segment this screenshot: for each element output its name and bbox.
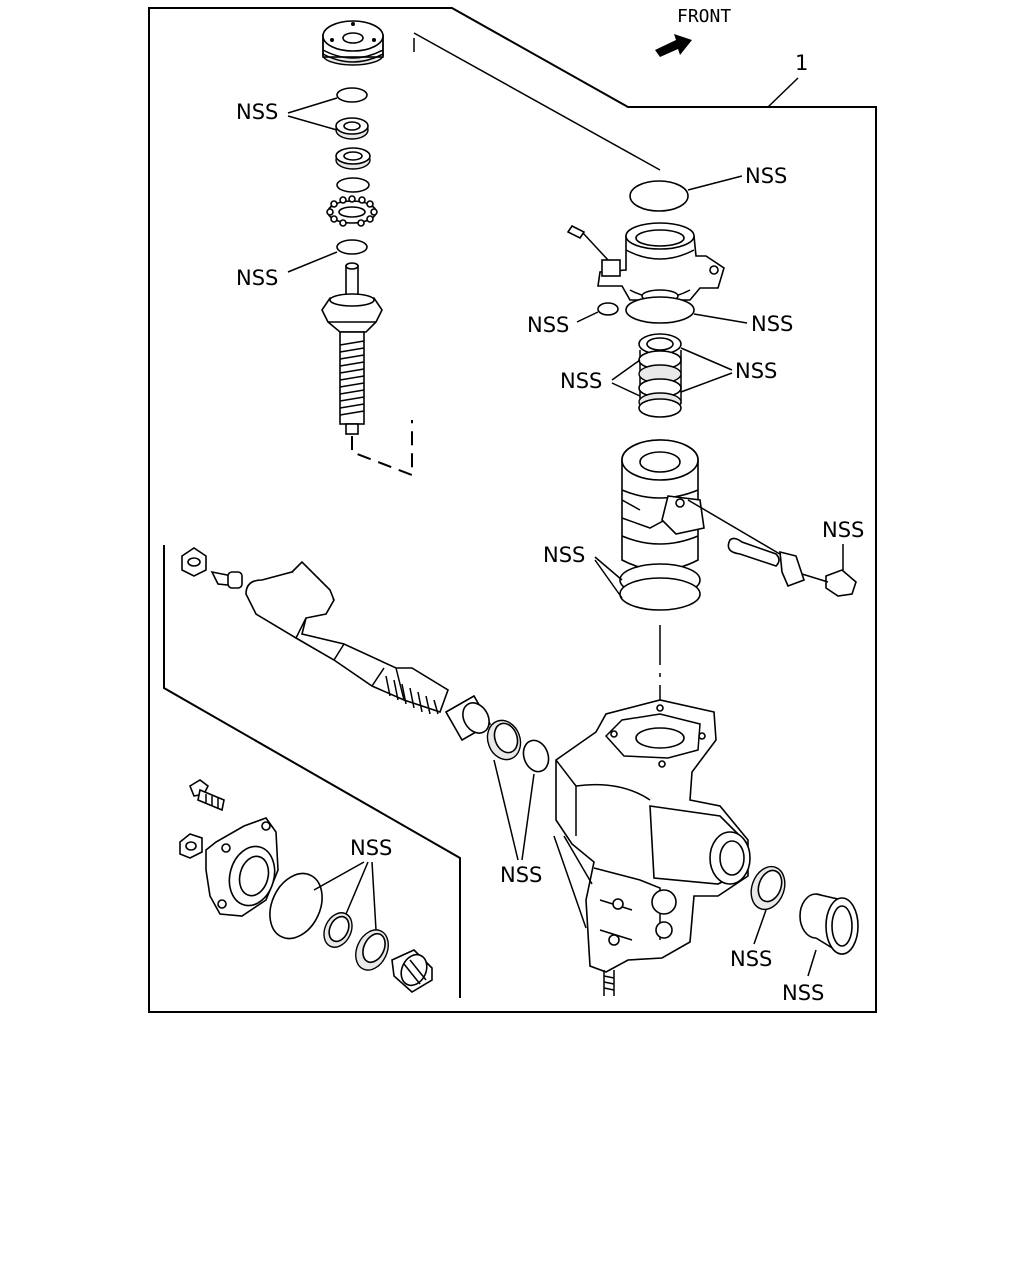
nss-label-piston-seals-left: NSS <box>560 369 602 393</box>
side-cover-seal-a <box>323 912 353 948</box>
nss-label-piston-ring: NSS <box>543 543 585 567</box>
side-cover-nut <box>179 833 203 859</box>
dust-boot <box>799 893 859 956</box>
valve-housing <box>597 222 725 303</box>
housing-o-ring <box>629 180 689 212</box>
nss-label-top-seals: NSS <box>236 100 278 124</box>
nss-label-housing-gasket: NSS <box>751 312 793 336</box>
rack-piston <box>621 439 705 571</box>
piston-ring <box>619 563 701 611</box>
valve-to-housing-line <box>413 32 661 171</box>
assembly-callout-leader <box>767 77 799 108</box>
nss-label-shaft-seals: NSS <box>500 863 542 887</box>
sector-shaft-bracket <box>163 545 461 998</box>
nss-label-housing-o-ring: NSS <box>745 164 787 188</box>
piston-seal-stack <box>638 333 682 418</box>
ball-bearing <box>326 195 378 227</box>
input-shaft-worm <box>321 262 383 435</box>
assembly-callout-number: 1 <box>795 51 808 75</box>
nss-leader-side-cover-seals <box>313 861 377 931</box>
nss-label-dust-boot: NSS <box>782 981 824 1005</box>
front-arrow-icon <box>655 34 692 57</box>
thrust-washer <box>336 177 370 193</box>
nss-leader-dust-boot <box>807 949 817 977</box>
nss-label-side-cover-seals: NSS <box>350 836 392 860</box>
nss-label-piston-seals-right: NSS <box>735 359 777 383</box>
nss-leader-housing-gasket <box>693 313 748 324</box>
nss-label-clamp-bolt: NSS <box>822 518 864 542</box>
nss-leader-output-seal <box>753 909 767 945</box>
nss-leader-housing-o-ring <box>687 175 743 191</box>
bearing-race <box>335 147 371 170</box>
nss-leader-small-o-ring <box>576 311 599 323</box>
seal-ring-top <box>336 87 368 103</box>
gear-housing <box>555 699 751 973</box>
nss-label-output-seal: NSS <box>730 947 772 971</box>
front-label: FRONT <box>677 6 731 27</box>
adjuster-plug <box>322 20 384 66</box>
side-cover-o-ring <box>269 872 323 940</box>
shaft-seal-pair <box>486 719 550 773</box>
needle-bearing-shaft <box>444 694 492 742</box>
nss-leader-piston-seals-right <box>680 347 733 393</box>
side-cover <box>205 817 279 917</box>
nss-label-small-o-ring: NSS <box>527 313 569 337</box>
adjust-screw <box>210 570 243 589</box>
sector-shaft <box>245 560 449 715</box>
clamp-bolt <box>801 569 857 597</box>
assembly-frame <box>148 7 877 1013</box>
shaft-assembly-line <box>351 420 413 477</box>
nss-leader-lower-seal <box>287 251 338 273</box>
nss-leader-top-seals <box>287 97 338 131</box>
housing-bracket-line <box>553 835 593 929</box>
output-seal <box>750 865 786 911</box>
valve-bolt <box>566 224 609 261</box>
nss-leader-shaft-seals <box>493 759 535 861</box>
side-cover-bearing <box>391 949 433 993</box>
seal-ring-lower <box>336 239 368 255</box>
lock-nut <box>181 547 207 577</box>
nss-label-lower-seal: NSS <box>236 266 278 290</box>
oil-seal-top <box>335 117 369 140</box>
housing-gasket <box>625 296 695 324</box>
nss-leader-piston-ring <box>594 556 623 599</box>
housing-drain-bolt <box>603 970 615 996</box>
ball-guide-clamp <box>687 499 806 588</box>
nss-leader-piston-seals-left <box>611 359 641 397</box>
side-cover-bolt <box>189 779 225 812</box>
side-cover-seal-b <box>355 929 389 971</box>
small-o-ring <box>597 302 619 316</box>
